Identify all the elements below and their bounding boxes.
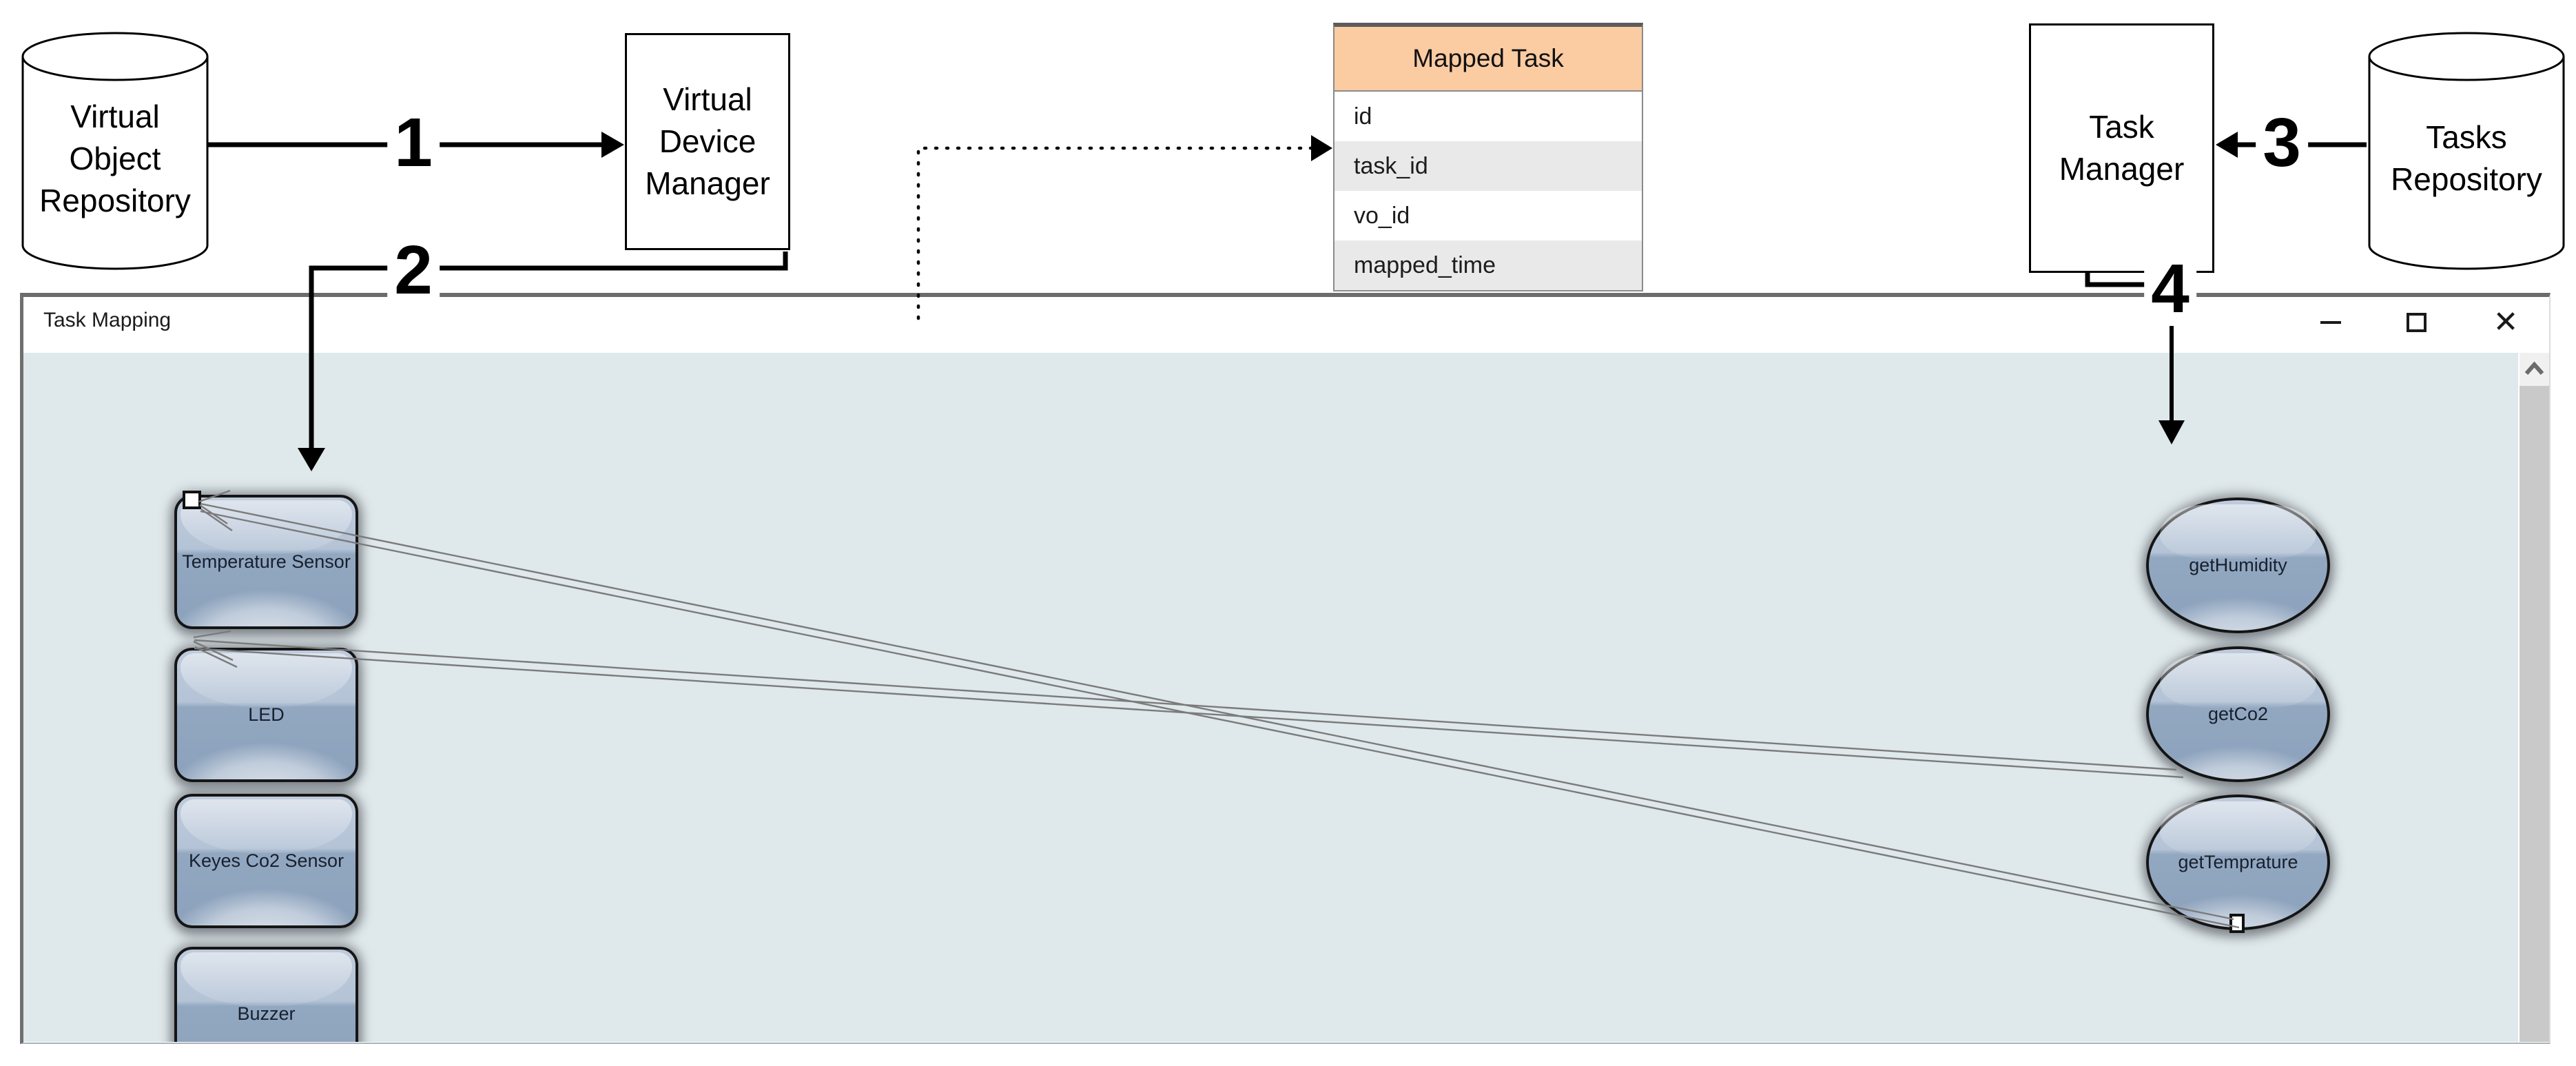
arrow-3-head (2216, 132, 2238, 158)
task-node-gethumidity[interactable]: getHumidity (2146, 498, 2330, 633)
selection-handle-gettemprature[interactable] (2229, 914, 2245, 933)
table-row-id: id (1354, 103, 1372, 130)
virtual-device-manager-label: Virtual Device Manager (625, 33, 790, 250)
scrollbar-up-button[interactable] (2520, 353, 2549, 385)
minimize-button[interactable] (2320, 321, 2341, 324)
label-line: Tasks (2426, 119, 2507, 155)
maximize-button[interactable] (2407, 313, 2426, 332)
task-node-label: getCo2 (2207, 704, 2269, 724)
label-line: Manager (2059, 151, 2185, 187)
device-node-label: Buzzer (237, 1003, 296, 1025)
task-manager-box (2029, 23, 2214, 273)
arrow-4-line (2085, 273, 2148, 287)
label-line: Repository (2391, 161, 2542, 197)
table-row-vo-id: vo_id (1354, 202, 1410, 229)
label-line: Task (2089, 109, 2154, 145)
selection-handle-temperature-sensor[interactable] (183, 491, 201, 509)
tasks-repository-label: Tasks Repository (2367, 62, 2566, 255)
device-node-label: Temperature Sensor (182, 551, 351, 573)
virtual-device-manager-box (625, 33, 790, 250)
task-node-gettemprature[interactable]: getTemprature (2146, 795, 2330, 930)
label-line: Virtual (663, 81, 752, 117)
label-line: Device (659, 123, 756, 159)
close-button[interactable]: ✕ (2493, 305, 2519, 339)
mapped-task-table: Mapped Task id task_id vo_id mapped_time (1333, 23, 1643, 291)
label-line: Object (69, 140, 161, 176)
label-line: Virtual (70, 98, 160, 134)
label-line: Manager (645, 165, 770, 201)
device-node-temperature-sensor[interactable]: Temperature Sensor (174, 495, 358, 629)
device-node-buzzer[interactable]: Buzzer (174, 947, 358, 1042)
dotted-link-arrowhead (1311, 135, 1332, 161)
label-line: Repository (39, 182, 191, 218)
device-node-keyes-co2-sensor[interactable]: Keyes Co2 Sensor (174, 794, 358, 928)
dotted-link-to-mapped-task (916, 135, 1332, 320)
arrow-1-head (601, 132, 624, 158)
step-label-1: 1 (387, 105, 440, 180)
chevron-up-icon (2524, 361, 2544, 375)
step-label-4: 4 (2144, 252, 2196, 326)
step-label-3: 3 (2256, 105, 2308, 180)
mapped-task-table-header: Mapped Task (1335, 27, 1642, 92)
vertical-scrollbar[interactable] (2520, 353, 2549, 1042)
table-row-mapped-time: mapped_time (1335, 240, 1642, 290)
device-node-label: LED (248, 704, 285, 726)
device-node-led[interactable]: LED (174, 648, 358, 782)
task-node-label: getTemprature (2178, 852, 2298, 872)
window-title: Task Mapping (43, 309, 172, 331)
task-node-getco2[interactable]: getCo2 (2146, 646, 2330, 782)
tasks-repository-cylinder (2368, 32, 2565, 270)
task-manager-label: Task Manager (2029, 23, 2214, 273)
device-node-label: Keyes Co2 Sensor (188, 850, 344, 872)
virtual-object-repository-label: Virtual Object Repository (20, 62, 210, 255)
scrollbar-thumb[interactable] (2520, 386, 2549, 1042)
task-node-label: getHumidity (2189, 555, 2287, 575)
virtual-object-repository-cylinder (21, 32, 209, 270)
step-label-2: 2 (387, 233, 440, 307)
mapping-canvas[interactable]: Temperature Sensor LED Keyes Co2 Sensor … (23, 353, 2518, 1042)
table-row-task-id: task_id (1335, 141, 1642, 191)
